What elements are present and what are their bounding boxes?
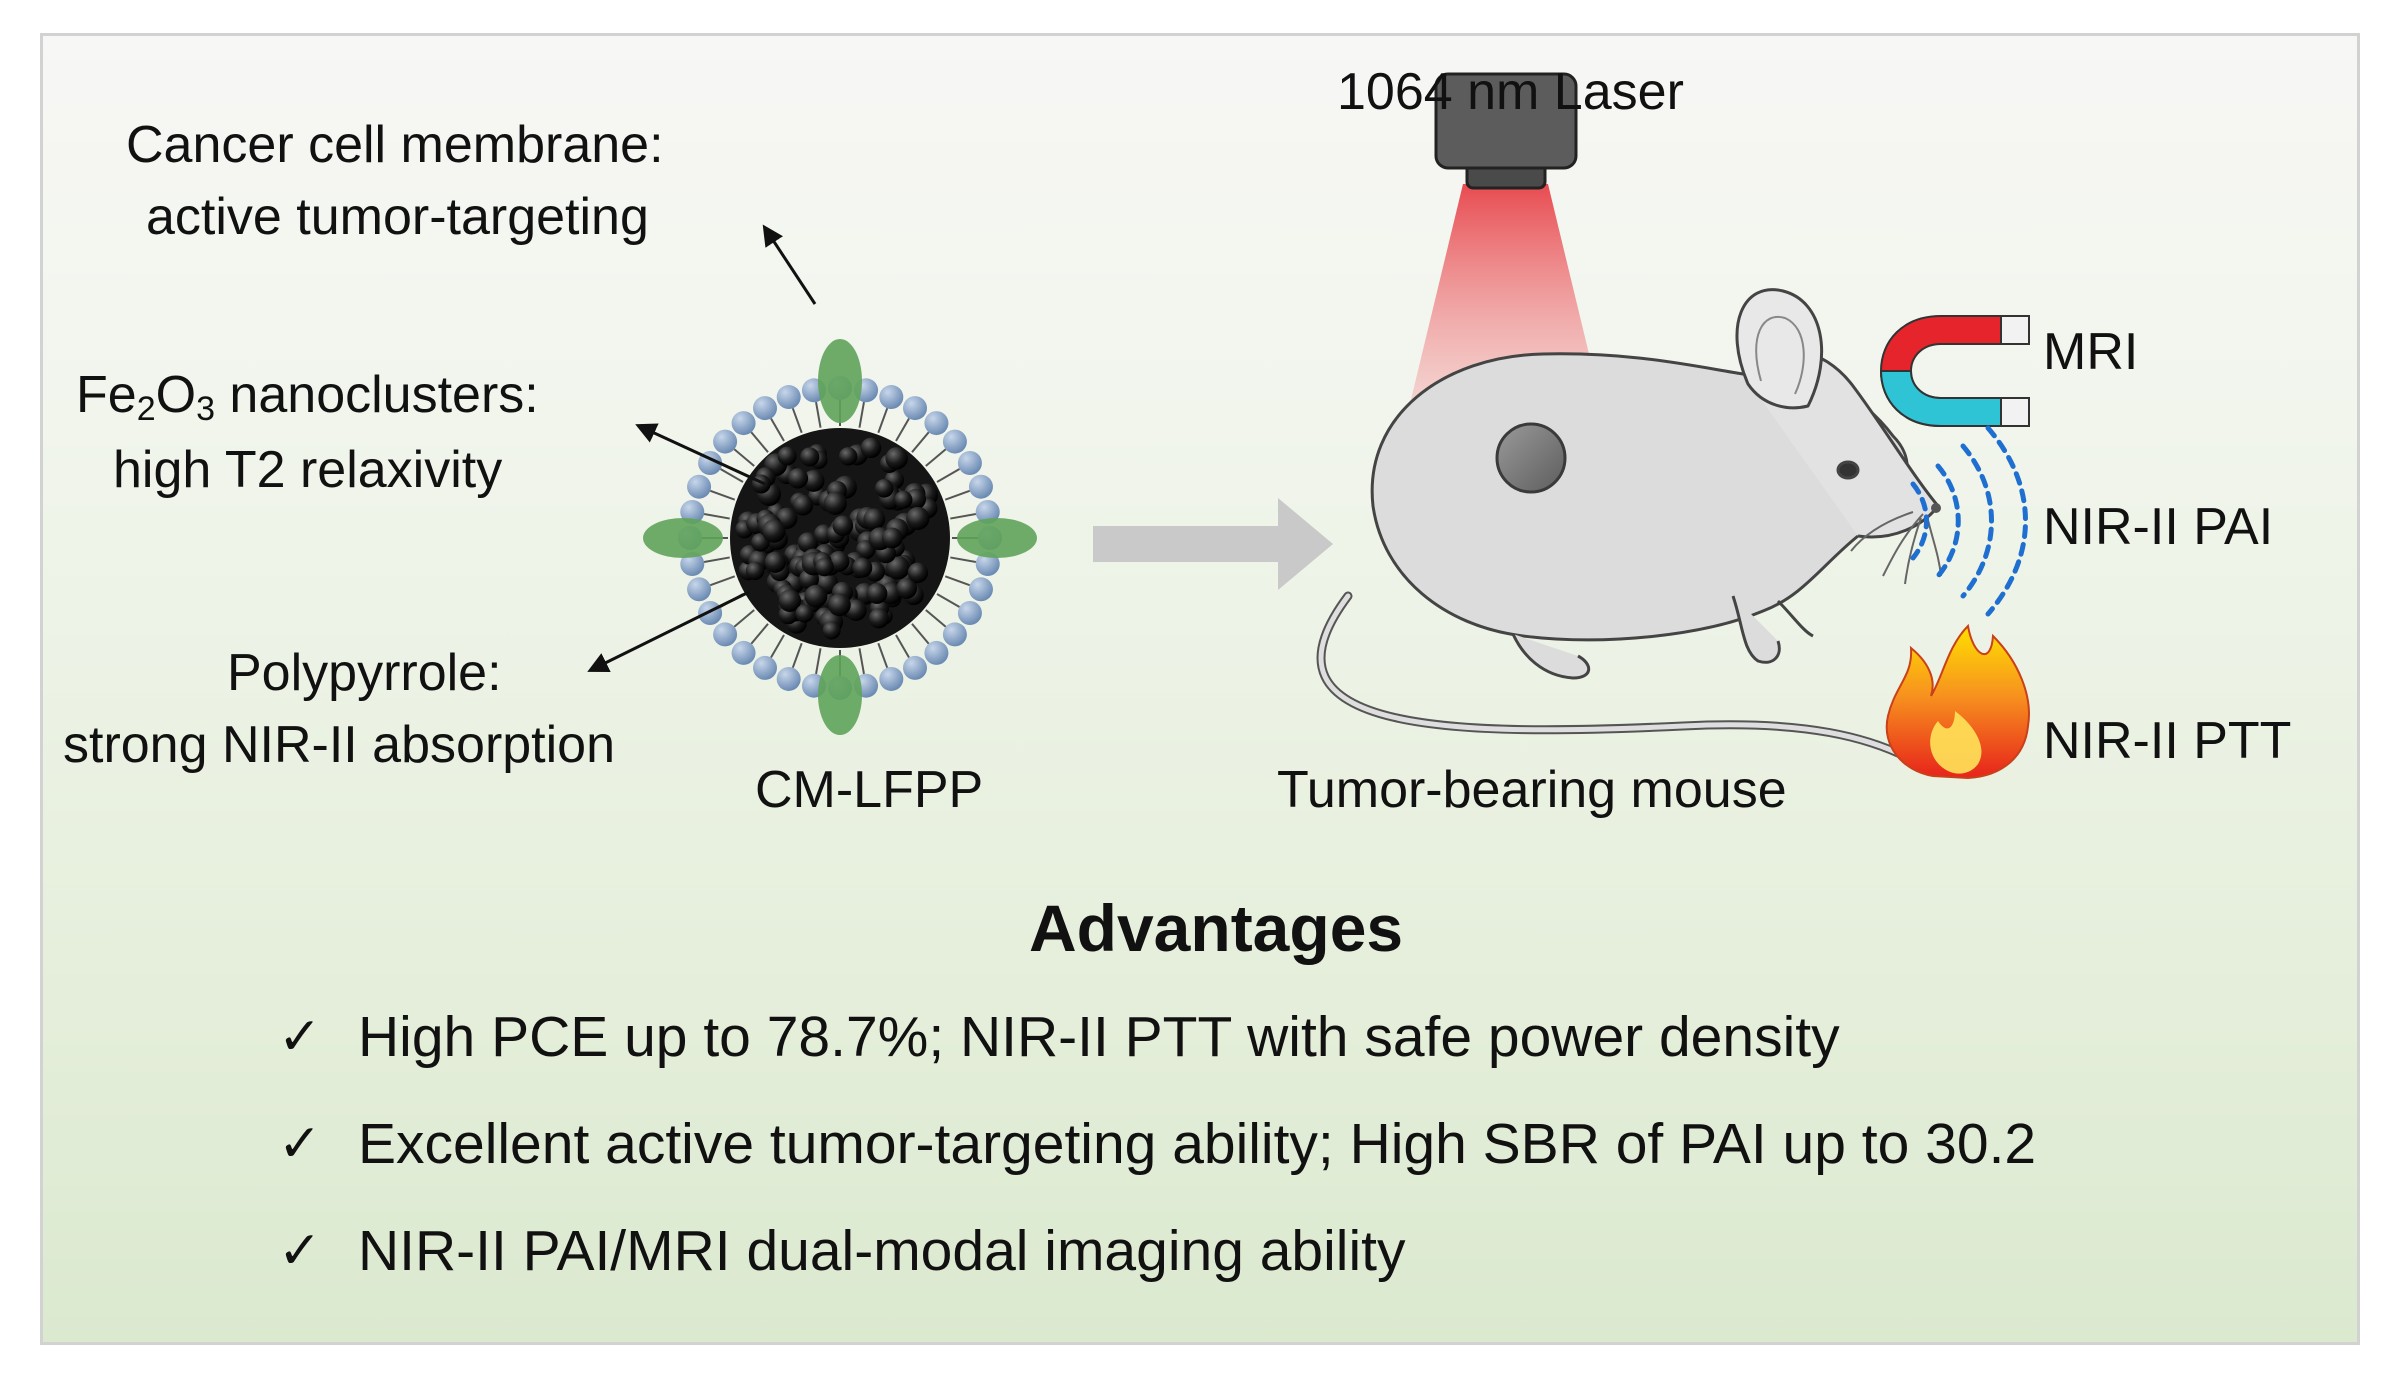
advantage-text: NIR-II PAI/MRI dual-modal imaging abilit…: [358, 1219, 1406, 1283]
advantage-item: ✓ Excellent active tumor-targeting abili…: [278, 1111, 2036, 1177]
nanoparticle-graphic: [643, 339, 1037, 735]
sound-waves-icon: [1910, 425, 2028, 617]
particle-label: CM-LFPP: [755, 761, 984, 819]
laser-label: 1064 nm Laser: [1337, 63, 1684, 121]
checkmark-icon: ✓: [278, 1222, 322, 1280]
fe2o3-label-line2: high T2 relaxivity: [113, 441, 503, 499]
checkmark-icon: ✓: [278, 1115, 322, 1173]
mouse-illustration: [1316, 288, 1942, 771]
polypyrrole-pointer-arrow: [587, 590, 750, 672]
advantage-text: High PCE up to 78.7%; NIR-II PTT with sa…: [358, 1005, 1840, 1069]
flame-icon: [1885, 623, 2030, 780]
nanocluster-pointer-arrow: [635, 423, 766, 486]
membrane-pointer-arrow: [762, 224, 817, 305]
mri-label: MRI: [2043, 323, 2139, 381]
advantage-item: ✓ NIR-II PAI/MRI dual-modal imaging abil…: [278, 1218, 1405, 1284]
diagram-canvas: [587, 72, 2030, 780]
membrane-label-line1: Cancer cell membrane:: [126, 116, 664, 174]
mouse-label: Tumor-bearing mouse: [1277, 761, 1787, 819]
process-arrow: [1093, 498, 1333, 590]
pai-label: NIR-II PAI: [2043, 498, 2274, 556]
advantage-item: ✓ High PCE up to 78.7%; NIR-II PTT with …: [278, 1004, 1840, 1070]
membrane-proteins: [643, 339, 1037, 735]
polypyrrole-label-line2: strong NIR-II absorption: [63, 716, 616, 774]
polypyrrole-label-line1: Polypyrrole:: [227, 644, 502, 702]
laser-head: [1434, 72, 1578, 170]
magnet-icon: [1879, 315, 2030, 427]
fe2o3-nanoclusters: [735, 437, 939, 640]
tumor-spot: [1495, 422, 1567, 494]
advantage-text: Excellent active tumor-targeting ability…: [358, 1112, 2037, 1176]
checkmark-icon: ✓: [278, 1008, 322, 1066]
fe2o3-label-line1: Fe2O3 nanoclusters:: [76, 366, 539, 428]
membrane-label-line2: active tumor-targeting: [146, 188, 649, 246]
advantages-title: Advantages: [1029, 891, 1404, 965]
figure-frame: 1064 nm Laser Cancer cell membrane: acti…: [40, 33, 2360, 1345]
ptt-label: NIR-II PTT: [2043, 712, 2292, 770]
